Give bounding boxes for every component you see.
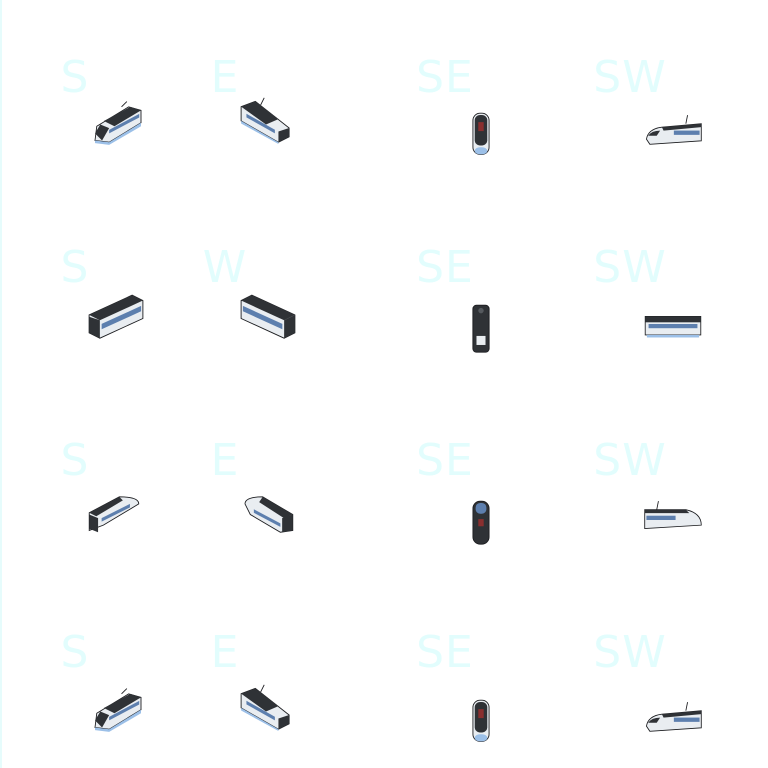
direction-label: SE: [416, 52, 474, 103]
sprite-cell-front-cab-3: SW: [555, 10, 705, 160]
direction-label: SE: [416, 435, 474, 486]
sprite-cell-front-cab-2-0: S: [0, 585, 150, 735]
sprite-cell-front-cab-0: S: [0, 10, 150, 160]
direction-label: E: [210, 52, 240, 103]
train-sprite-car-w-icon: [240, 294, 296, 339]
direction-label: W: [202, 242, 248, 293]
train-sprite-lead-se-icon: [472, 699, 490, 742]
sprite-cell-middle-car-2: SE: [370, 200, 520, 350]
sprite-cell-front-cab-2-2: SE: [370, 585, 520, 735]
train-sprite-rear-sw-icon: [644, 501, 702, 530]
sprite-cell-front-cab-2: SE: [370, 10, 520, 160]
direction-label: S: [60, 627, 90, 678]
train-sprite-lead-e-icon: [240, 97, 290, 144]
sprite-cell-middle-car-0: S: [0, 200, 150, 350]
direction-label: SW: [593, 242, 667, 293]
direction-label: S: [60, 242, 90, 293]
train-sprite-car-sw-icon: [644, 316, 702, 338]
direction-label: SW: [593, 52, 667, 103]
sheet-edge-line: [0, 0, 2, 768]
direction-label: SE: [416, 242, 474, 293]
sprite-cell-middle-car-1: W: [150, 200, 300, 350]
sprite-cell-front-cab-2-3: SW: [555, 585, 705, 735]
direction-label: E: [210, 435, 240, 486]
direction-label: S: [60, 435, 90, 486]
train-sprite-lead-se-icon: [472, 112, 490, 155]
train-sprite-lead-e-icon: [240, 684, 290, 731]
sprite-cell-rear-cab-0: S: [0, 393, 150, 543]
direction-label: S: [60, 52, 90, 103]
train-sprite-rear-s-icon: [88, 496, 140, 533]
sprite-cell-rear-cab-2: SE: [370, 393, 520, 543]
sprite-cell-front-cab-1: E: [150, 10, 300, 160]
direction-label: SW: [593, 435, 667, 486]
train-sprite-rear-se-icon: [472, 500, 490, 545]
direction-label: E: [210, 627, 240, 678]
sprite-cell-rear-cab-1: E: [150, 393, 300, 543]
direction-label: SE: [416, 627, 474, 678]
sprite-cell-rear-cab-3: SW: [555, 393, 705, 543]
train-sprite-lead-s-icon: [94, 101, 142, 145]
train-sprite-lead-s-icon: [94, 688, 142, 732]
train-sprite-car-se-icon: [472, 304, 490, 353]
sprite-cell-middle-car-3: SW: [555, 200, 705, 350]
train-sprite-rear-e-icon: [244, 496, 294, 533]
direction-label: SW: [593, 627, 667, 678]
train-sprite-lead-sw-icon: [645, 702, 702, 732]
train-sprite-car-s-icon: [88, 294, 144, 339]
train-sprite-lead-sw-icon: [645, 115, 702, 145]
sprite-cell-front-cab-2-1: E: [150, 585, 300, 735]
